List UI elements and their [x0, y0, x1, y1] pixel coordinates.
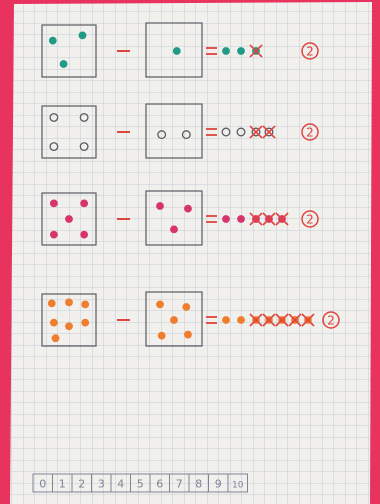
minuend-dot: [48, 300, 55, 307]
number-cell-label: 10: [232, 481, 244, 491]
number-cell-label: 2: [78, 478, 85, 491]
result-dot: [222, 316, 229, 323]
subtrahend-dot: [173, 47, 180, 54]
number-cell-label: 6: [156, 478, 163, 491]
subtrahend-dot: [156, 301, 163, 308]
number-cell-label: 8: [195, 478, 202, 491]
minuend-dot: [81, 200, 88, 207]
number-cell-label: 5: [137, 478, 144, 491]
answer-number: 2: [306, 126, 314, 140]
minuend-dot: [52, 335, 59, 342]
minuend-dot: [65, 299, 72, 306]
result-dot: [222, 47, 229, 54]
subtrahend-dot: [156, 202, 163, 209]
minuend-dot: [50, 319, 57, 326]
minuend-dot: [49, 37, 56, 44]
result-dot: [237, 316, 244, 323]
number-cell-label: 0: [39, 478, 46, 491]
subtrahend-dot: [170, 226, 177, 233]
subtrahend-dot: [158, 332, 165, 339]
minuend-dot: [82, 301, 89, 308]
minuend-dot: [50, 200, 57, 207]
number-cell-label: 1: [59, 478, 66, 491]
number-cell-label: 3: [98, 478, 105, 491]
answer-number: 2: [306, 45, 314, 59]
number-cell-label: 7: [176, 478, 183, 491]
crossed-dot: [250, 126, 262, 138]
result-dot: [222, 215, 229, 222]
minuend-dot: [82, 319, 89, 326]
answer-number: 2: [306, 213, 314, 227]
minuend-dot: [65, 323, 72, 330]
number-cell-label: 4: [117, 478, 124, 491]
subtrahend-dot: [170, 316, 177, 323]
answer-number: 2: [327, 314, 335, 328]
result-dot: [237, 47, 244, 54]
minuend-dot: [50, 231, 57, 238]
minuend-dot: [65, 215, 72, 222]
minuend-dot: [60, 60, 67, 67]
minuend-dot: [81, 231, 88, 238]
number-cell-label: 9: [215, 478, 222, 491]
subtrahend-dot: [184, 205, 191, 212]
crossed-dot: [263, 126, 275, 138]
result-dot: [237, 215, 244, 222]
subtrahend-dot: [184, 331, 191, 338]
subtrahend-dot: [183, 303, 190, 310]
minuend-dot: [79, 32, 86, 39]
